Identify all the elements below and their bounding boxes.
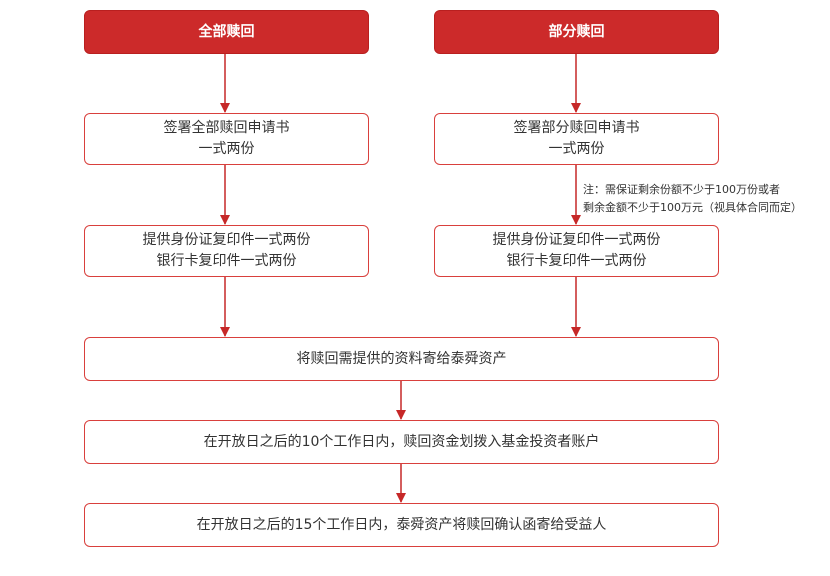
full-redemption-provide-copies: 提供身份证复印件一式两份 银行卡复印件一式两份 xyxy=(84,225,369,277)
partial-redemption-note: 注：需保证剩余份额不少于100万份或者 剩余金额不少于100万元（视具体合同而定… xyxy=(583,181,802,217)
note-line: 剩余金额不少于100万元（视具体合同而定） xyxy=(583,201,802,214)
note-line: 注：需保证剩余份额不少于100万份或者 xyxy=(583,183,780,196)
step-text-line: 银行卡复印件一式两份 xyxy=(506,253,647,269)
send-documents-step: 将赎回需提供的资料寄给泰舜资产 xyxy=(84,337,719,381)
full-redemption-sign-application: 签署全部赎回申请书 一式两份 xyxy=(84,113,369,165)
step-text-line: 一式两份 xyxy=(548,141,605,157)
step-text-line: 在开放日之后的10个工作日内，赎回资金划拨入基金投资者账户 xyxy=(203,433,600,450)
step-text-line: 提供身份证复印件一式两份 xyxy=(492,232,661,248)
step-text-line: 将赎回需提供的资料寄给泰舜资产 xyxy=(296,350,507,367)
step-text-line: 签署部分赎回申请书 xyxy=(513,120,640,136)
confirmation-letter-step: 在开放日之后的15个工作日内，泰舜资产将赎回确认函寄给受益人 xyxy=(84,503,719,547)
partial-redemption-title: 部分赎回 xyxy=(548,23,605,40)
partial-redemption-provide-copies: 提供身份证复印件一式两份 银行卡复印件一式两份 xyxy=(434,225,719,277)
step-text-line: 一式两份 xyxy=(198,141,255,157)
fund-transfer-step: 在开放日之后的10个工作日内，赎回资金划拨入基金投资者账户 xyxy=(84,420,719,464)
step-text-line: 签署全部赎回申请书 xyxy=(163,120,290,136)
partial-redemption-sign-application: 签署部分赎回申请书 一式两份 xyxy=(434,113,719,165)
full-redemption-title: 全部赎回 xyxy=(198,23,255,40)
partial-redemption-header: 部分赎回 xyxy=(434,10,719,54)
full-redemption-header: 全部赎回 xyxy=(84,10,369,54)
step-text-line: 在开放日之后的15个工作日内，泰舜资产将赎回确认函寄给受益人 xyxy=(196,516,607,533)
step-text-line: 银行卡复印件一式两份 xyxy=(156,253,297,269)
step-text-line: 提供身份证复印件一式两份 xyxy=(142,232,311,248)
